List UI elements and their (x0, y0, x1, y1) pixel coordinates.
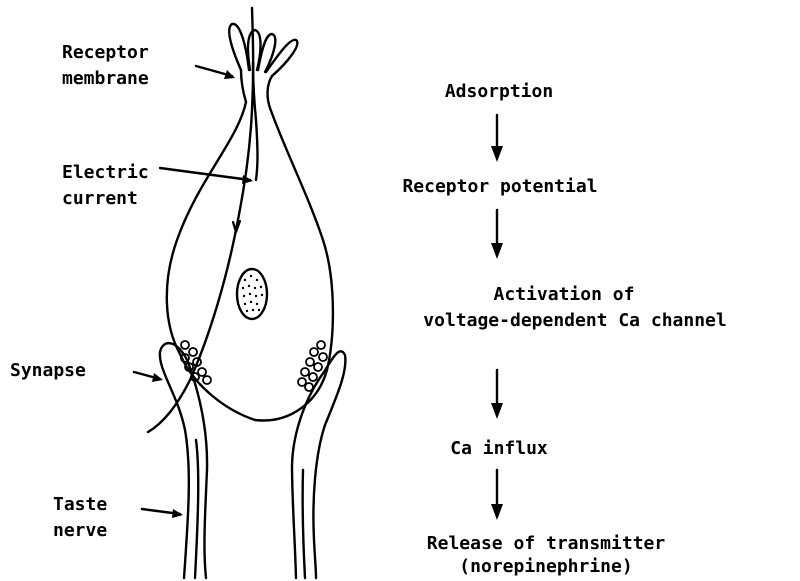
flow-arrowhead-1 (491, 146, 503, 162)
label-taste-nerve-line2: nerve (53, 520, 107, 542)
electric-arrowhead (242, 175, 253, 184)
label-receptor-line2: membrane (62, 68, 149, 90)
left-nerve-outer (160, 343, 207, 578)
label-taste-nerve-line1: Taste (53, 494, 107, 516)
flow-step-adsorption: Adsorption (445, 81, 553, 103)
flow-step-activation-line2: voltage-dependent Ca channel (423, 310, 726, 332)
synapse-arrowhead (152, 373, 163, 382)
receptor-cell-outline (167, 70, 333, 420)
flow-arrowhead-2 (491, 243, 503, 259)
microvilli-group (229, 24, 297, 76)
nucleus-stipple (242, 275, 263, 312)
label-receptor-line1: Receptor (62, 42, 149, 64)
label-electric-line1: Electric (62, 162, 149, 184)
flow-arrowhead-3 (491, 403, 503, 419)
label-synapse: Synapse (10, 360, 86, 382)
nerve-arrowhead (172, 509, 183, 518)
flow-step-ca-influx: Ca influx (450, 438, 548, 460)
flow-step-receptor-potential: Receptor potential (402, 176, 597, 198)
flow-step-activation-line1: Activation of (494, 284, 635, 306)
left-nerve-inner (195, 440, 198, 578)
receptor-arrowhead (224, 70, 235, 79)
flow-arrowhead-4 (491, 504, 503, 520)
microvillus-1 (229, 24, 249, 70)
label-electric-line2: current (62, 188, 138, 210)
flow-step-release-line1: Release of transmitter (427, 533, 665, 555)
right-nerve-inner (303, 470, 305, 578)
electric-arrow-line (160, 168, 250, 180)
flow-step-release-line2: (norepinephrine) (459, 556, 632, 578)
